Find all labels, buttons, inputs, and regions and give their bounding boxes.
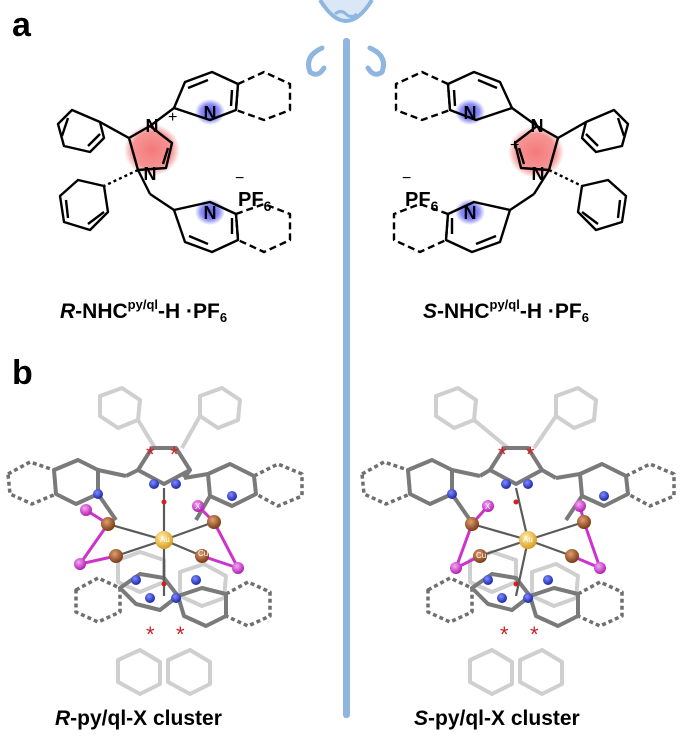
left-stereo-mark-2: *: [170, 442, 179, 467]
center-divider: [306, 0, 386, 718]
right-anion-minus: −: [402, 170, 411, 187]
left-stereo-mark-4: *: [176, 622, 185, 647]
left-x-label: X: [195, 502, 201, 511]
right-molecule-caption: S-NHCpy/ql-H ·PF6: [423, 297, 589, 325]
right-ring-n1-atom: N: [531, 116, 544, 136]
right-stereo-mark-3: *: [500, 622, 509, 647]
right-stereo-mark-1: *: [498, 442, 507, 467]
left-molecule-caption: R-NHCpy/ql-H ·PF6: [60, 297, 228, 325]
left-ring-n2-atom: N: [144, 164, 157, 184]
left-cluster-caption: R-py/ql-X cluster: [55, 707, 222, 730]
left-au-label: Au: [160, 535, 170, 544]
left-anion-minus: −: [235, 170, 244, 187]
right-stereo-mark-2: *: [526, 442, 535, 467]
left-anion: PF6: [238, 189, 272, 214]
right-bottom-n-atom: N: [464, 203, 477, 223]
left-stereo-mark-1: *: [146, 442, 155, 467]
right-molecule-structure: [392, 70, 630, 254]
right-x-label: X: [485, 502, 491, 511]
right-cluster-structure: [360, 386, 676, 696]
left-cluster-structure: [6, 386, 304, 696]
right-au-label: Au: [523, 535, 533, 544]
right-top-n-atom: N: [464, 103, 477, 123]
right-cluster-caption: S-py/ql-X cluster: [414, 707, 580, 730]
left-top-n-atom: N: [204, 103, 217, 123]
right-cu-label: Cu: [476, 551, 486, 560]
right-ring-n2-atom: N: [532, 164, 545, 184]
right-stereo-mark-4: *: [530, 622, 539, 647]
right-plus-charge: +: [510, 137, 519, 154]
left-ring-n1-atom: N: [146, 116, 159, 136]
left-cu-label: Cu: [198, 549, 208, 558]
panel-label-a: a: [12, 6, 31, 44]
left-plus-charge: +: [168, 109, 177, 126]
left-molecule-structure: [56, 70, 292, 254]
panel-label-b: b: [12, 354, 33, 392]
right-anion: PF6: [405, 189, 439, 214]
left-stereo-mark-3: *: [146, 622, 155, 647]
left-bottom-n-atom: N: [204, 203, 217, 223]
